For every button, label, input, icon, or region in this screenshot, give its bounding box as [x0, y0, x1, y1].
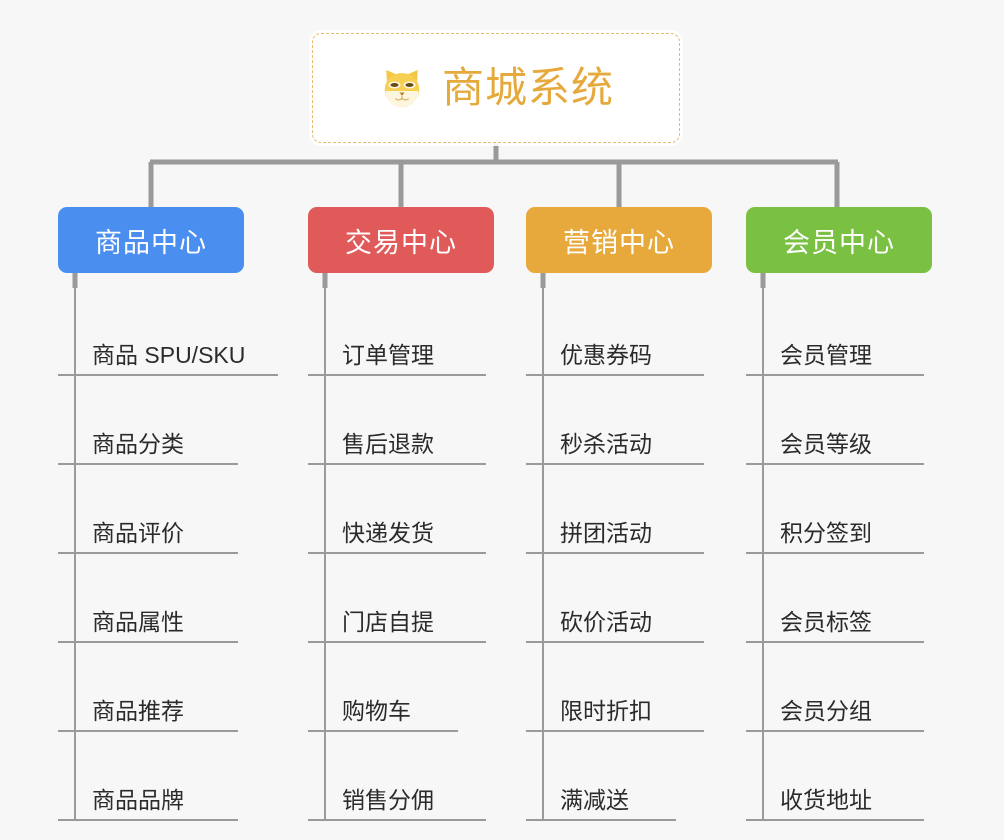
leaf-label: 商品 SPU/SKU: [92, 341, 246, 368]
leaf-item[interactable]: 商品属性: [58, 554, 238, 643]
branch-spine: [762, 273, 764, 821]
leaf-item[interactable]: 商品评价: [58, 465, 238, 554]
leaf-label: 收货地址: [780, 786, 872, 813]
leaf-item[interactable]: 商品分类: [58, 376, 238, 465]
leaf-item[interactable]: 商品推荐: [58, 643, 238, 732]
branch-head-label: 会员中心: [783, 227, 895, 258]
leaf-list-member-center: 会员管理 会员等级 积分签到 会员标签 会员分组 收货地址: [746, 273, 924, 821]
leaf-item[interactable]: 快递发货: [308, 465, 486, 554]
shiba-dog-face-icon: [384, 70, 420, 108]
leaf-item[interactable]: 限时折扣: [526, 643, 704, 732]
branch-head-marketing-center[interactable]: 营销中心: [526, 207, 712, 273]
leaf-item[interactable]: 售后退款: [308, 376, 486, 465]
leaf-item[interactable]: 订单管理: [308, 287, 486, 376]
branch-marketing-center: 营销中心 优惠券码 秒杀活动 拼团活动 砍价活动 限时折扣 满减送: [526, 207, 712, 821]
leaf-label: 销售分佣: [342, 786, 434, 813]
leaf-item[interactable]: 会员标签: [746, 554, 924, 643]
leaf-label: 会员等级: [780, 430, 872, 457]
leaf-item[interactable]: 销售分佣: [308, 732, 486, 821]
leaf-item[interactable]: 门店自提: [308, 554, 486, 643]
branch-head-product-center[interactable]: 商品中心: [58, 207, 244, 273]
branch-spine: [542, 273, 544, 821]
leaf-item[interactable]: 优惠券码: [526, 287, 704, 376]
leaf-item[interactable]: 会员分组: [746, 643, 924, 732]
leaf-label: 会员分组: [780, 697, 872, 724]
branch-member-center: 会员中心 会员管理 会员等级 积分签到 会员标签 会员分组 收货地址: [746, 207, 932, 821]
leaf-label: 满减送: [560, 786, 629, 813]
leaf-label: 拼团活动: [560, 519, 652, 546]
leaf-label: 秒杀活动: [560, 430, 652, 457]
root-title: 商城系统: [441, 64, 614, 111]
branch-spine: [74, 273, 76, 821]
leaf-label: 商品评价: [92, 519, 184, 546]
leaf-label: 商品推荐: [92, 697, 184, 724]
leaf-label: 积分签到: [780, 519, 872, 546]
branch-head-label: 交易中心: [345, 227, 457, 258]
leaf-list-marketing-center: 优惠券码 秒杀活动 拼团活动 砍价活动 限时折扣 满减送: [526, 273, 704, 821]
leaf-label: 商品分类: [92, 430, 184, 457]
leaf-label: 快递发货: [342, 519, 434, 546]
leaf-label: 限时折扣: [560, 697, 652, 724]
leaf-list-trade-center: 订单管理 售后退款 快递发货 门店自提 购物车 销售分佣: [308, 273, 486, 821]
leaf-list-product-center: 商品 SPU/SKU 商品分类 商品评价 商品属性 商品推荐 商品品牌: [58, 273, 278, 821]
leaf-item[interactable]: 购物车: [308, 643, 458, 732]
leaf-item[interactable]: 秒杀活动: [526, 376, 704, 465]
leaf-item[interactable]: 拼团活动: [526, 465, 704, 554]
leaf-label: 购物车: [342, 697, 411, 724]
root-node[interactable]: 商城系统: [312, 33, 680, 143]
leaf-label: 商品品牌: [92, 786, 184, 813]
leaf-label: 售后退款: [342, 430, 434, 457]
leaf-label: 优惠券码: [560, 341, 652, 368]
branch-head-trade-center[interactable]: 交易中心: [308, 207, 494, 273]
leaf-label: 门店自提: [342, 608, 434, 635]
branch-head-label: 营销中心: [563, 227, 675, 258]
branch-spine: [324, 273, 326, 821]
leaf-item[interactable]: 会员管理: [746, 287, 924, 376]
branch-head-label: 商品中心: [95, 227, 207, 258]
leaf-label: 会员管理: [780, 341, 872, 368]
leaf-item[interactable]: 积分签到: [746, 465, 924, 554]
branch-head-member-center[interactable]: 会员中心: [746, 207, 932, 273]
leaf-item[interactable]: 砍价活动: [526, 554, 704, 643]
leaf-item[interactable]: 商品 SPU/SKU: [58, 287, 278, 376]
leaf-item[interactable]: 收货地址: [746, 732, 924, 821]
leaf-label: 商品属性: [92, 608, 184, 635]
leaf-item[interactable]: 会员等级: [746, 376, 924, 465]
leaf-label: 砍价活动: [560, 608, 652, 635]
leaf-item[interactable]: 满减送: [526, 732, 676, 821]
leaf-label: 会员标签: [780, 608, 872, 635]
leaf-label: 订单管理: [342, 341, 434, 368]
branch-product-center: 商品中心 商品 SPU/SKU 商品分类 商品评价 商品属性 商品推荐 商品品牌: [58, 207, 278, 821]
branch-trade-center: 交易中心 订单管理 售后退款 快递发货 门店自提 购物车 销售分佣: [308, 207, 494, 821]
leaf-item[interactable]: 商品品牌: [58, 732, 238, 821]
